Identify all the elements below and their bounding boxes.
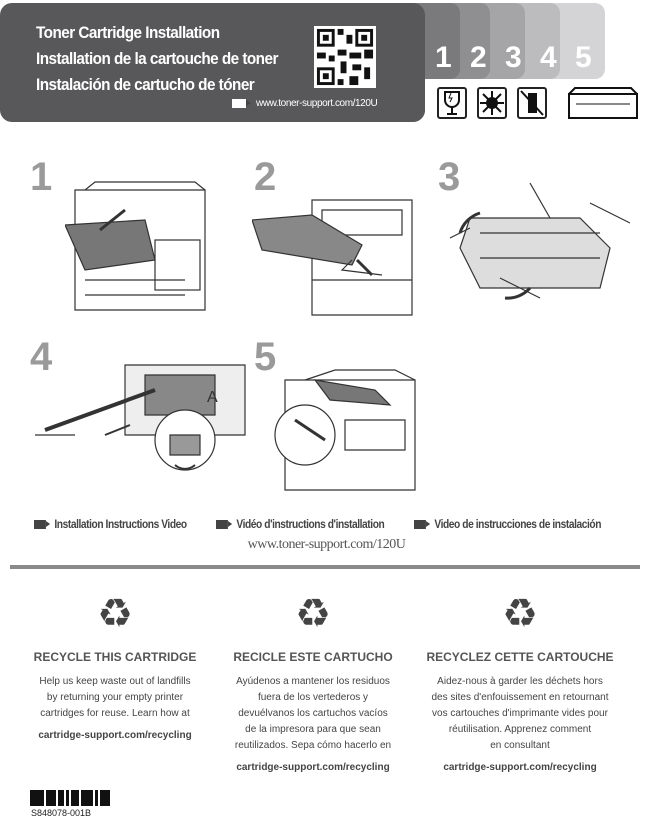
recycle-icon: ♻ bbox=[502, 592, 538, 636]
callout-a: A bbox=[207, 389, 218, 406]
recycle-icon: ♻ bbox=[295, 592, 331, 636]
recycle-heading: RECYCLE THIS CARTRIDGE bbox=[33, 650, 197, 664]
step-number-1: 1 bbox=[30, 155, 53, 199]
recycling-link[interactable]: cartridge-support.com/recycling bbox=[236, 762, 390, 773]
step-3-illustration-shake-cartridge bbox=[449, 182, 630, 300]
recycling-link[interactable]: cartridge-support.com/recycling bbox=[38, 730, 192, 741]
header-video-url: www.toner-support.com/120U bbox=[256, 98, 378, 109]
barcode bbox=[30, 790, 112, 806]
step-number-3: 3 bbox=[438, 155, 461, 199]
fragile-icon bbox=[437, 87, 467, 119]
step-number-5: 5 bbox=[254, 335, 277, 379]
recycle-column-fr: ♻ RECYCLEZ CETTE CARTOUCHE Aidez-nous à … bbox=[418, 590, 622, 776]
recycle-column-es: ♻ RECICLE ESTE CARTUCHO Ayúdenos a mante… bbox=[213, 590, 413, 776]
video-camera-icon bbox=[414, 520, 431, 530]
video-camera-icon bbox=[232, 98, 251, 108]
title-es: Instalación de cartucho de tóner bbox=[36, 75, 255, 94]
video-label-es[interactable]: Video de instrucciones de instalación bbox=[414, 517, 601, 531]
section-divider bbox=[10, 565, 640, 569]
recycle-heading: RECICLE ESTE CARTUCHO bbox=[233, 650, 393, 664]
step-number-4: 4 bbox=[30, 335, 53, 379]
recycle-heading: RECYCLEZ CETTE CARTOUCHE bbox=[426, 650, 614, 664]
video-url-link[interactable]: www.toner-support.com/120U bbox=[247, 537, 406, 552]
video-camera-icon bbox=[216, 520, 233, 530]
title-en: Toner Cartridge Installation bbox=[36, 23, 220, 42]
video-label-en[interactable]: Installation Instructions Video bbox=[34, 517, 187, 531]
header-banner-edge bbox=[400, 3, 425, 122]
step-2-illustration-remove-cartridge bbox=[252, 199, 413, 316]
step-1-illustration-open-printer bbox=[65, 181, 206, 311]
recycling-link[interactable]: cartridge-support.com/recycling bbox=[443, 762, 597, 773]
video-camera-icon bbox=[34, 520, 51, 530]
step-number-2: 2 bbox=[254, 155, 277, 199]
video-label-fr[interactable]: Vidéo d'instructions d'installation bbox=[216, 517, 385, 531]
cartridge-icon bbox=[568, 87, 638, 119]
part-number: S848078-001B bbox=[31, 808, 92, 818]
recycle-icon: ♻ bbox=[97, 592, 133, 636]
recycle-column-en: ♻ RECYCLE THIS CARTRIDGE Help us keep wa… bbox=[15, 590, 215, 744]
no-upright-icon bbox=[517, 87, 547, 119]
header-video-link[interactable]: www.toner-support.com/120U bbox=[232, 98, 378, 109]
no-light-exposure-icon bbox=[477, 87, 507, 119]
step-4-illustration-pull-seal: A bbox=[35, 364, 246, 471]
qr-code[interactable] bbox=[314, 26, 376, 88]
title-fr: Installation de la cartouche de toner bbox=[36, 49, 278, 68]
step-5-illustration-insert-cartridge bbox=[274, 369, 416, 491]
